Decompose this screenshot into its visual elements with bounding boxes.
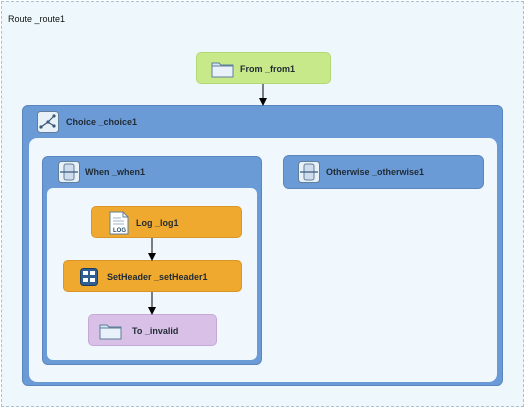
log-icon-text: LOG xyxy=(113,228,126,234)
when-title: When _when1 xyxy=(85,167,146,177)
from-node-label: From _from1 xyxy=(240,64,296,74)
log-document-icon: LOG xyxy=(109,211,131,237)
otherwise-title: Otherwise _otherwise1 xyxy=(326,167,425,177)
when-icon xyxy=(58,161,80,185)
to-node-label: To _invalid xyxy=(132,326,179,336)
set-header-icon xyxy=(80,268,98,288)
setheader-node[interactable]: SetHeader _setHeader1 xyxy=(63,260,242,292)
log-node-label: Log _log1 xyxy=(136,218,179,228)
folder-icon xyxy=(211,59,235,81)
from-node[interactable]: From _from1 xyxy=(196,52,331,84)
setheader-node-label: SetHeader _setHeader1 xyxy=(107,272,208,282)
route-title: Route _route1 xyxy=(8,14,66,24)
otherwise-icon xyxy=(298,161,320,185)
folder-icon xyxy=(99,321,123,343)
log-node[interactable]: LOG Log _log1 xyxy=(91,206,242,238)
choice-branch-icon xyxy=(37,111,59,135)
choice-title: Choice _choice1 xyxy=(66,117,138,127)
